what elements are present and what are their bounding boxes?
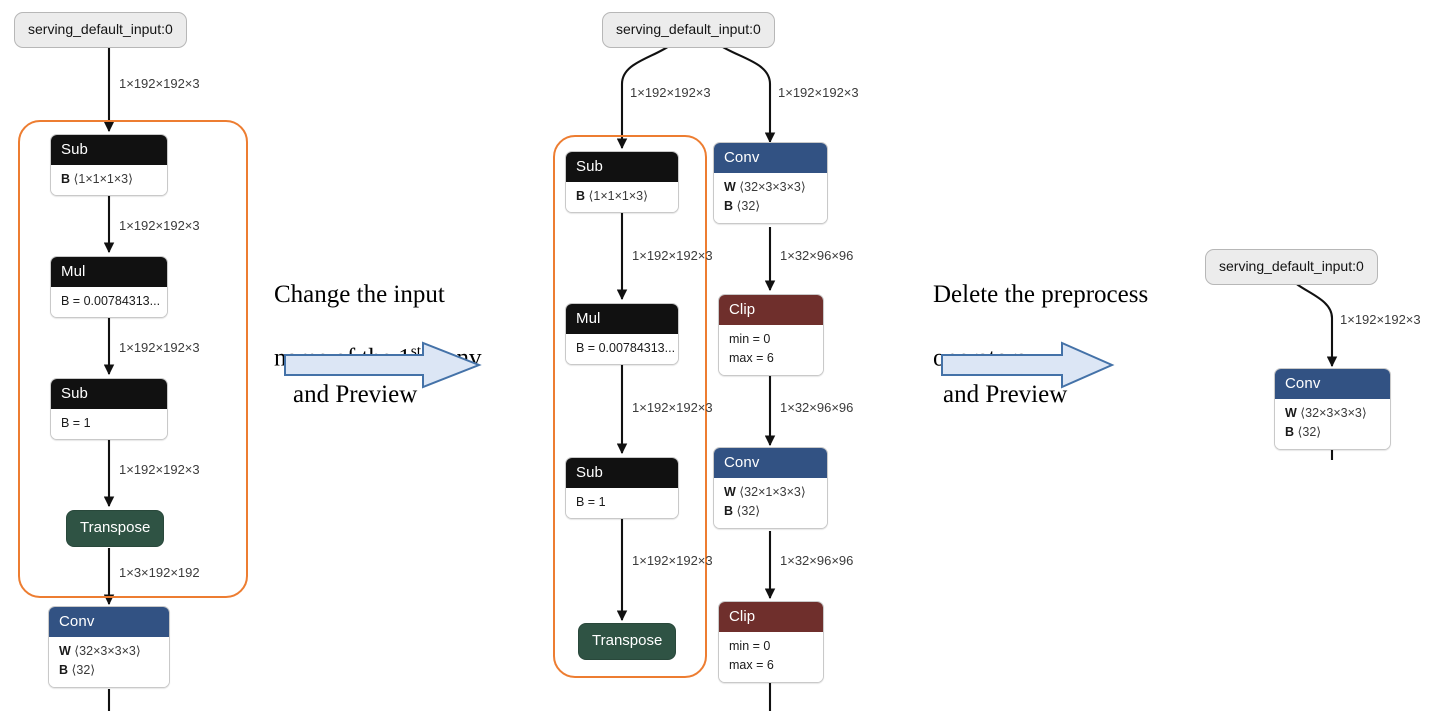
op-attrs: min = 0 max = 6 [719,325,823,375]
op-attr-row: B ⟨1×1×1×3⟩ [61,172,133,186]
op-title: Clip [719,602,823,632]
annotation-line-1: Delete the preprocess [933,281,1149,309]
op-attr-row: W ⟨32×3×3×3⟩ [59,644,141,658]
input-node-middle[interactable]: serving_default_input:0 [602,12,775,48]
op-title: Conv [1275,369,1390,399]
edge-label-middle-left-1: 1×192×192×3 [632,248,713,263]
edge-label-left-4: 1×3×192×192 [119,565,200,580]
op-title: Clip [719,295,823,325]
op-attr-row: max = 6 [729,658,774,673]
edge-label-left-2: 1×192×192×3 [119,340,200,355]
op-attrs: B = 0.00784313... [51,287,167,318]
annotation-line-1: Change the input [274,281,445,309]
op-attr-row: W ⟨32×3×3×3⟩ [1285,406,1367,420]
op-attr-row: max = 6 [729,351,774,366]
op-node-conv-middle-1[interactable]: Conv W ⟨32×3×3×3⟩ B ⟨32⟩ [713,142,828,224]
op-attr-row: B ⟨1×1×1×3⟩ [576,189,648,203]
op-title: Conv [714,143,827,173]
preprocess-group-box-left [18,120,248,598]
op-node-conv-left[interactable]: Conv W ⟨32×3×3×3⟩ B ⟨32⟩ [48,606,170,688]
op-attr-row: B ⟨32⟩ [59,663,96,678]
edge-label-middle-left-2: 1×192×192×3 [632,400,713,415]
op-node-sub-left-2[interactable]: Sub B = 1 [50,378,168,441]
op-attrs: W ⟨32×3×3×3⟩ B ⟨32⟩ [714,173,827,223]
op-attrs: B ⟨1×1×1×3⟩ [51,165,167,196]
preprocess-group-box-middle [553,135,707,678]
op-attrs: B = 1 [51,409,167,440]
op-attrs: W ⟨32×1×3×3⟩ B ⟨32⟩ [714,478,827,528]
op-title: Sub [566,458,678,488]
edge-label-middle-right-1: 1×32×96×96 [780,248,854,263]
op-attr-row: B ⟨32⟩ [1285,425,1322,440]
op-node-transpose-left[interactable]: Transpose [66,510,165,547]
edge-label-left-0: 1×192×192×3 [119,76,200,91]
op-attr-row: W ⟨32×3×3×3⟩ [724,180,806,194]
op-attr-row: B = 1 [576,495,606,509]
arrow-shape-2 [941,341,1115,389]
op-node-mul-left[interactable]: Mul B = 0.00784313... [50,256,168,319]
op-title: Mul [51,257,167,287]
op-attrs: B = 0.00784313... [566,334,678,365]
op-node-sub-middle-1[interactable]: Sub B ⟨1×1×1×3⟩ [565,151,679,214]
op-title: Conv [714,448,827,478]
op-title: Sub [51,379,167,409]
annotation-line-2-sup: st [410,342,422,360]
op-attrs: B ⟨1×1×1×3⟩ [566,182,678,213]
op-attrs: W ⟨32×3×3×3⟩ B ⟨32⟩ [49,637,169,687]
edge-label-left-1: 1×192×192×3 [119,218,200,233]
op-node-transpose-middle[interactable]: Transpose [578,623,677,660]
op-attr-row: B = 1 [61,416,91,430]
op-title: Sub [51,135,167,165]
op-node-mul-middle[interactable]: Mul B = 0.00784313... [565,303,679,366]
edge-label-left-3: 1×192×192×3 [119,462,200,477]
edge-label-middle-right-0: 1×192×192×3 [778,85,859,100]
arrow-shape-1 [284,341,482,389]
op-attr-row: min = 0 [729,332,771,346]
op-attr-row: B ⟨32⟩ [724,504,761,519]
op-node-sub-middle-2[interactable]: Sub B = 1 [565,457,679,520]
op-title: Mul [566,304,678,334]
op-attrs: min = 0 max = 6 [719,632,823,682]
annotation-footer-1: and Preview [293,381,418,408]
op-node-clip-middle-2[interactable]: Clip min = 0 max = 6 [718,601,824,683]
annotation-footer-2: and Preview [943,381,1068,408]
op-node-conv-right[interactable]: Conv W ⟨32×3×3×3⟩ B ⟨32⟩ [1274,368,1391,450]
op-node-sub-left-1[interactable]: Sub B ⟨1×1×1×3⟩ [50,134,168,197]
op-attr-row: B = 0.00784313... [61,294,161,308]
op-attr-row: min = 0 [729,639,771,653]
op-attr-row: B = 0.00784313... [576,341,676,355]
op-node-conv-middle-2[interactable]: Conv W ⟨32×1×3×3⟩ B ⟨32⟩ [713,447,828,529]
edge-label-middle-left-0: 1×192×192×3 [630,85,711,100]
op-node-clip-middle-1[interactable]: Clip min = 0 max = 6 [718,294,824,376]
op-attr-row: W ⟨32×1×3×3⟩ [724,485,806,499]
op-title: Sub [566,152,678,182]
edge-label-middle-right-3: 1×32×96×96 [780,553,854,568]
op-attrs: B = 1 [566,488,678,519]
op-title: Conv [49,607,169,637]
input-node-right[interactable]: serving_default_input:0 [1205,249,1378,285]
op-attrs: W ⟨32×3×3×3⟩ B ⟨32⟩ [1275,399,1390,449]
edge-label-middle-right-2: 1×32×96×96 [780,400,854,415]
edge-label-middle-left-3: 1×192×192×3 [632,553,713,568]
edge-label-right-0: 1×192×192×3 [1340,312,1421,327]
input-node-left[interactable]: serving_default_input:0 [14,12,187,48]
op-attr-row: B ⟨32⟩ [724,199,761,214]
